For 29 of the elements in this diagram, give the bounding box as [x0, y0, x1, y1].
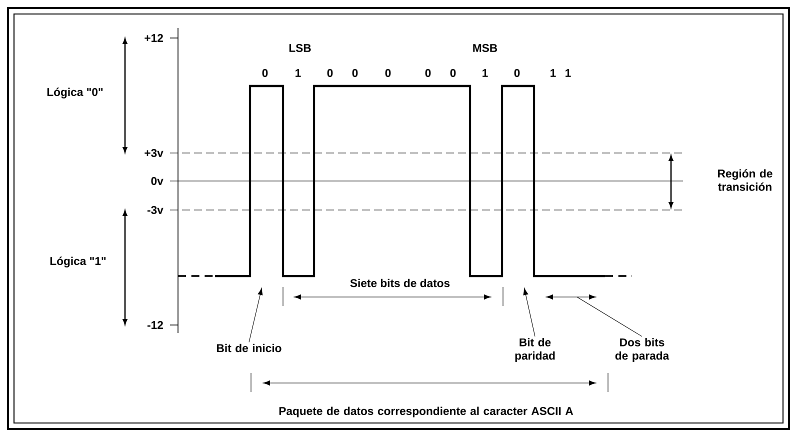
logic-level-label: Lógica "1"	[50, 256, 106, 268]
dimension-label: Siete bits de datos	[350, 278, 450, 288]
bit-order-label: LSB	[289, 44, 311, 52]
bit-order-label: MSB	[473, 44, 498, 52]
note-text: Bit de inicio	[217, 344, 282, 352]
tick-label: +12	[144, 34, 163, 42]
bit-value: 0	[450, 69, 456, 77]
leader-line	[523, 288, 536, 337]
tick-label: -12	[147, 321, 163, 329]
logic-level-label: Lógica "0"	[47, 88, 103, 98]
bit-value: 0	[352, 69, 358, 77]
leader-line	[576, 296, 642, 337]
bit-value: 0	[514, 69, 520, 77]
note-text: Dos bits de parada	[615, 338, 670, 362]
bit-value: 0	[262, 69, 268, 77]
tick-label: +3v	[144, 149, 164, 158]
bit-value: 0	[385, 69, 391, 77]
bit-value: 1	[296, 69, 301, 77]
tick-label: 0v	[151, 177, 164, 185]
note-text: Bit de paridad	[515, 338, 555, 362]
bit-value: 0	[425, 69, 431, 77]
bit-value: 1	[566, 69, 571, 77]
dimension-label: Paquete de datos correspondiente al caracter ASCII A	[279, 406, 574, 418]
leader-line	[248, 288, 263, 342]
bit-value: 1	[550, 69, 556, 77]
bit-value: 0	[327, 69, 333, 77]
bit-value: 1	[482, 69, 488, 77]
region-label: Región de transición	[718, 169, 772, 191]
tick-label: -3v	[147, 206, 164, 214]
